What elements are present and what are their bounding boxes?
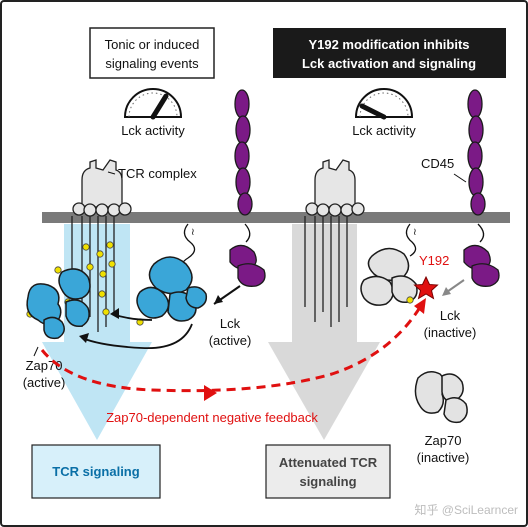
lck-inactive: [360, 247, 418, 306]
lck-to-zap70-arrow-2: [81, 323, 193, 349]
zap70-inactive: [414, 371, 468, 424]
lck-anchor-right: [405, 223, 417, 257]
feedback-label: Zap70-dependent negative feedback: [106, 410, 318, 425]
zap70-active-label-line2: (active): [23, 375, 66, 390]
cd45-left: [229, 89, 266, 287]
lck-anchor-mark-right: ≀: [413, 227, 417, 238]
right-title-line2: Lck activation and signaling: [302, 56, 476, 71]
y192-label: Y192: [419, 253, 449, 268]
zap70-inactive-label-line2: (inactive): [417, 450, 470, 465]
y192-star: [413, 275, 439, 300]
left-title-line2: signaling events: [105, 56, 199, 71]
watermark: 知乎 @SciLearncer: [414, 503, 518, 517]
lck-inactive-label-line1: Lck: [440, 308, 461, 323]
negative-feedback-midhead: [204, 385, 217, 401]
cd45-activates-lck-arrowhead: [214, 295, 223, 304]
tcr-complex-label: TCR complex: [118, 166, 197, 181]
cd45-right: [463, 89, 500, 287]
negative-feedback-endhead: [414, 298, 426, 314]
lck-inactive-label-line2: (inactive): [424, 325, 477, 340]
zap70-active: [26, 268, 91, 340]
lck-activity-gauge-high: [123, 88, 183, 120]
tcr-signaling-label: TCR signaling: [52, 464, 139, 479]
y192-phospho-dot: [406, 296, 414, 304]
right-title-line1: Y192 modification inhibits: [308, 37, 469, 52]
right-lck-activity-label: Lck activity: [352, 123, 416, 138]
attenuated-signaling-line2: signaling: [299, 474, 356, 489]
zap70-inactive-label-line1: Zap70: [425, 433, 462, 448]
cd45-label-pointer: [453, 173, 467, 183]
zap70-label-pointer: [33, 346, 39, 357]
left-lck-activity-label: Lck activity: [121, 123, 185, 138]
signal-arrow-right: [268, 224, 380, 440]
lck-activity-gauge-low: [354, 88, 414, 120]
right-title-box: [273, 28, 506, 78]
membrane-left: [42, 212, 267, 223]
lck-anchor-mark-left: ≀: [191, 227, 195, 238]
cd45-label: CD45: [421, 156, 454, 171]
lck-active: [136, 256, 208, 322]
attenuated-signaling-line1: Attenuated TCR: [279, 455, 378, 470]
membrane-right: [265, 212, 510, 223]
tcr-signaling-box: [31, 444, 161, 499]
cd45-to-lck-inactive-arrowhead: [442, 287, 451, 296]
lck-to-zap70-arrowhead-1: [110, 308, 119, 319]
tcr-complex-right: [304, 159, 365, 327]
negative-feedback-arrow: [40, 303, 424, 393]
tcr-label-pointer: [107, 171, 116, 175]
attenuated-signaling-box: [265, 444, 391, 499]
lck-to-zap70-arrowhead-2: [79, 333, 89, 343]
left-title-line1: Tonic or induced: [105, 37, 200, 52]
lck-active-label-line2: (active): [209, 333, 252, 348]
lck-active-label-line1: Lck: [220, 316, 241, 331]
left-title-box: [89, 27, 215, 79]
